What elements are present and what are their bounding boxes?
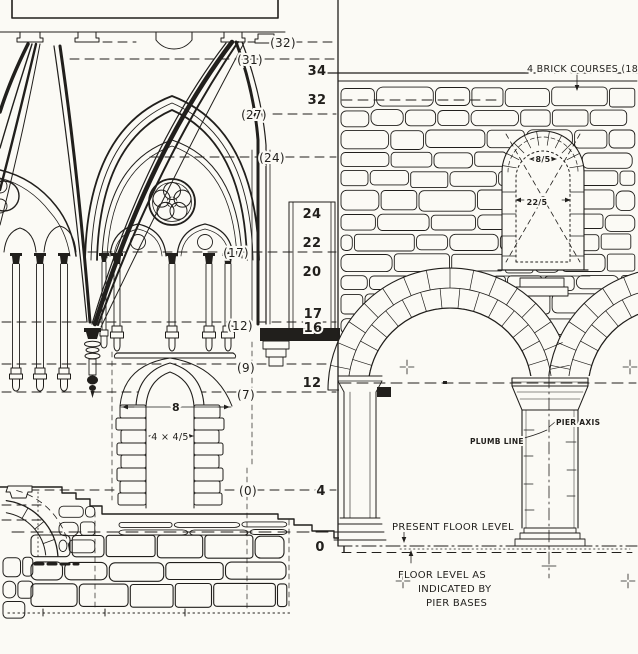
stepped-ground-line bbox=[0, 486, 345, 553]
floor-level-note-line1: FLOOR LEVEL AS bbox=[398, 570, 486, 581]
pier-axis-note: PIER AXIS bbox=[556, 418, 600, 427]
scale-label-34: 34 bbox=[308, 64, 327, 79]
adjacent-sheet-border bbox=[11, 0, 279, 19]
left-scale-label-9: (9) bbox=[237, 361, 255, 375]
brick-courses-note: 4 BRICK COURSES (1869) bbox=[527, 64, 638, 75]
scale-label-32: 32 bbox=[308, 93, 327, 108]
section-strip bbox=[260, 201, 340, 367]
scale-label-4: 4 bbox=[316, 484, 325, 499]
arcade bbox=[327, 267, 638, 546]
left-scale-label-17: (17) bbox=[223, 246, 249, 260]
central-pier bbox=[508, 376, 592, 548]
window-width-dim: 22/5 bbox=[527, 198, 548, 207]
scale-label-0: 0 bbox=[315, 540, 324, 555]
window-top-width-dim: 8/5 bbox=[536, 155, 551, 164]
scale-label-16: 16 bbox=[304, 321, 323, 336]
scale-label-24: 24 bbox=[303, 207, 322, 222]
left-scale-label-24: (24) bbox=[259, 151, 285, 165]
right-wall-elevation bbox=[327, 72, 638, 589]
window-colonnettes bbox=[99, 253, 235, 352]
small-window bbox=[495, 130, 591, 297]
present-floor-note: PRESENT FLOOR LEVEL bbox=[392, 522, 514, 533]
scale-label-17: 17 bbox=[304, 307, 323, 322]
left-scale-label-12: (12) bbox=[227, 319, 253, 333]
left-scale-label-27: (27) bbox=[241, 108, 267, 122]
labels: 34 32 24 22 20 17 16 12 4 0 (32) (31) (2… bbox=[149, 34, 638, 611]
floor-level-note-line2: INDICATED BY bbox=[418, 584, 492, 595]
scale-label-20: 20 bbox=[303, 265, 322, 280]
left-scale-label-7: (7) bbox=[237, 388, 255, 402]
door-jamb-width-dim: 4 × 4/5 bbox=[151, 432, 188, 443]
left-scale-label-32: (32) bbox=[270, 36, 296, 50]
scale-label-12: 12 bbox=[303, 376, 322, 391]
scale-label-22: 22 bbox=[303, 236, 322, 251]
door-width-dim: 8 bbox=[172, 401, 180, 414]
left-gothic-elevation bbox=[0, 31, 345, 619]
plumb-line-note: PLUMB LINE bbox=[470, 437, 524, 446]
vault-corbel bbox=[84, 328, 101, 398]
far-left-window bbox=[0, 169, 77, 392]
left-scale-label-31: (31) bbox=[237, 53, 263, 67]
left-respond-pilaster bbox=[333, 375, 391, 546]
left-scale-label-0: (0) bbox=[239, 484, 257, 498]
floor-level-note-line3: PIER BASES bbox=[426, 598, 487, 609]
doorway bbox=[115, 357, 233, 509]
ruined-arch-springing bbox=[5, 485, 70, 559]
survey-cross-marks bbox=[395, 359, 638, 589]
